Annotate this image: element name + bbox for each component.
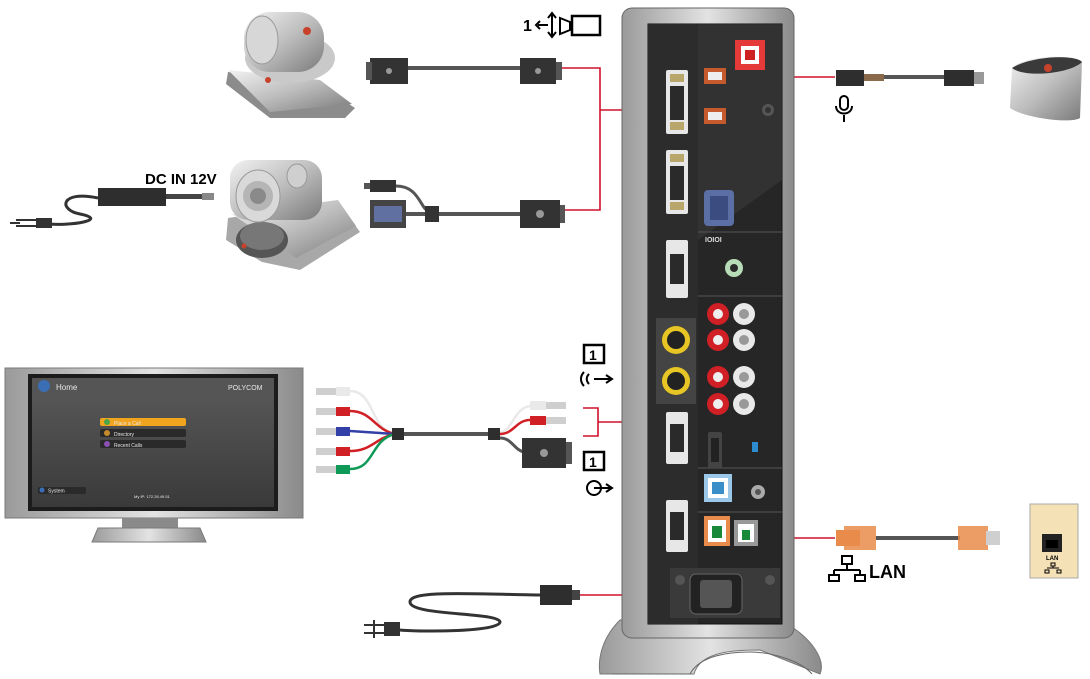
- tv-monitor: Home POLYCOM Place a Call Directory Rece…: [4, 367, 304, 543]
- lan-cable: [836, 526, 1000, 550]
- mic-cable: [836, 70, 984, 86]
- video-out-number: 1: [589, 454, 597, 470]
- microphone: [1010, 56, 1082, 121]
- lan-wall-jack: LAN: [1029, 503, 1079, 579]
- audio-in-indicator: 1: [580, 343, 614, 387]
- home-icon: [38, 380, 50, 392]
- audio-in-icon: [580, 371, 614, 387]
- audio-in-number: 1: [589, 347, 597, 363]
- dc-in-label: DC IN 12V: [145, 171, 217, 188]
- menu-directory: Directory: [114, 432, 135, 438]
- video-out-indicator: 1: [582, 450, 614, 496]
- serial-port-label: IOIOI: [705, 237, 722, 244]
- camera-shape-icon: [559, 16, 571, 36]
- av-cables: [316, 387, 572, 474]
- camera-screen-icon: [570, 14, 602, 37]
- video-out-icon: [586, 480, 614, 496]
- microphone-icon: [835, 95, 853, 122]
- screen-footer: My IP: 172.26.49.51: [134, 494, 171, 499]
- hd-camera: [226, 12, 355, 118]
- lan-label: LAN: [869, 562, 906, 582]
- screen-title: Home: [56, 383, 78, 392]
- dc-power-adapter: DC IN 12V: [10, 171, 217, 228]
- menu-place-call: Place a Call: [114, 421, 141, 427]
- screen-brand: POLYCOM: [228, 385, 263, 392]
- camera-input-number: 1: [523, 18, 532, 35]
- screen-menu: Place a Call Directory Recent Calls: [100, 418, 186, 449]
- menu-system: System: [48, 489, 65, 495]
- camera-bracket-line: [560, 67, 601, 211]
- camera-cable-ptz: [364, 180, 565, 228]
- rca-plugs-left: [316, 387, 350, 474]
- camera-cable-top: [366, 58, 562, 84]
- lan-network-icon: [828, 555, 866, 582]
- camera-input-indicator: 1: [523, 11, 602, 39]
- unit-power-cable: [364, 585, 580, 638]
- menu-recent-calls: Recent Calls: [114, 443, 143, 449]
- camera-arrows-icon: [534, 11, 557, 39]
- lan-jack-label: LAN: [1046, 556, 1058, 562]
- tv-bracket-line: [583, 407, 599, 437]
- rca-jacks: [707, 303, 755, 415]
- codec-unit: IOIOI: [598, 7, 822, 675]
- ptz-camera: [226, 160, 360, 270]
